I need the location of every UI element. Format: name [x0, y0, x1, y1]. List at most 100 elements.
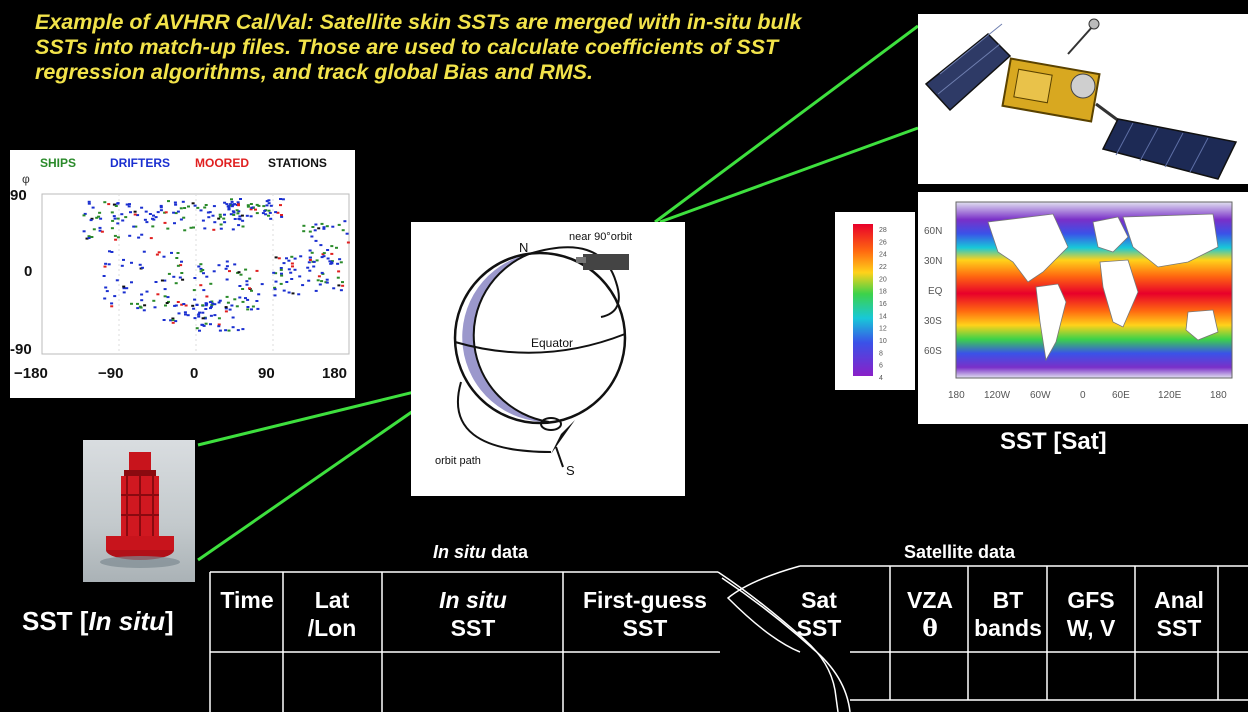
- observation-dot: [196, 206, 200, 209]
- observation-dot: [176, 210, 180, 213]
- observation-dot: [92, 228, 96, 231]
- observation-dot: [246, 205, 250, 208]
- observation-dot: [224, 329, 228, 332]
- observation-dot: [202, 272, 205, 275]
- observation-dot: [249, 208, 253, 211]
- legend-stations: STATIONS: [268, 156, 327, 170]
- observation-dot: [203, 206, 207, 209]
- observation-dot: [110, 302, 114, 305]
- observation-dot: [230, 198, 233, 201]
- observation-dot: [174, 320, 178, 323]
- observation-dot: [98, 211, 102, 214]
- observation-dot: [339, 261, 343, 264]
- observation-dot: [276, 211, 280, 214]
- observation-dot: [198, 329, 201, 332]
- observation-dot: [152, 218, 156, 221]
- observation-dot: [240, 214, 244, 217]
- observation-dot: [192, 307, 196, 310]
- colorbar-tick: 16: [879, 301, 887, 308]
- observation-dot: [174, 212, 178, 215]
- observation-dot: [224, 267, 228, 270]
- observation-dot: [199, 209, 203, 212]
- observation-dot: [127, 205, 131, 208]
- observation-dot: [337, 223, 341, 226]
- observation-dot: [133, 210, 137, 213]
- observation-dot: [217, 323, 221, 326]
- observation-dot: [182, 303, 186, 305]
- observation-dot: [193, 317, 197, 320]
- observation-dot: [179, 218, 183, 221]
- observation-dot: [301, 284, 305, 287]
- observation-dot: [267, 214, 270, 217]
- observation-dot: [228, 308, 232, 311]
- observation-dot: [152, 299, 156, 302]
- colorbar-tick: 22: [879, 264, 887, 271]
- observation-dot: [180, 303, 184, 306]
- observation-dot: [183, 229, 187, 232]
- observation-dot: [280, 274, 284, 277]
- observation-dot: [120, 213, 124, 216]
- colorbar-tick: 12: [879, 326, 887, 333]
- observation-dot: [297, 293, 301, 296]
- colorbar-tick: 18: [879, 289, 887, 296]
- observation-dot: [113, 217, 117, 220]
- observation-dot: [209, 323, 212, 326]
- observation-dot: [206, 211, 210, 214]
- observation-dot: [219, 227, 223, 230]
- observation-dot: [98, 229, 102, 232]
- observation-dot: [224, 307, 228, 310]
- observation-dot: [249, 203, 253, 205]
- observation-dot: [246, 308, 250, 311]
- observation-dot: [174, 282, 178, 285]
- observation-dot: [316, 279, 320, 282]
- observation-dot: [167, 200, 170, 203]
- observation-dot: [251, 305, 255, 308]
- observation-dot: [279, 204, 282, 207]
- observation-dot: [204, 204, 208, 206]
- observation-dot: [218, 215, 222, 218]
- observation-dot: [230, 200, 234, 203]
- observation-dot: [184, 313, 187, 316]
- observation-dot: [218, 329, 222, 332]
- observation-dot: [103, 297, 107, 300]
- observation-dot: [241, 288, 245, 290]
- observation-dot: [285, 257, 288, 260]
- observation-dot: [213, 303, 217, 306]
- observation-dot: [232, 213, 236, 216]
- observation-dot: [225, 278, 229, 281]
- observation-dot: [325, 281, 329, 284]
- observation-dot: [274, 256, 278, 259]
- observation-dot: [336, 276, 340, 279]
- observation-dot: [104, 262, 108, 265]
- observation-dot: [197, 313, 201, 316]
- observation-dot: [85, 237, 89, 240]
- observation-dot: [140, 293, 144, 296]
- observation-dot: [267, 209, 271, 212]
- observation-dot: [152, 214, 155, 217]
- observation-dot: [290, 255, 294, 258]
- observation-dot: [306, 266, 310, 269]
- observation-dot: [225, 295, 229, 298]
- observation-dot: [230, 304, 234, 307]
- observation-dot: [330, 262, 334, 265]
- observation-dot: [201, 304, 205, 307]
- observation-dot: [111, 219, 115, 222]
- observation-dot: [181, 278, 185, 281]
- observation-dot: [287, 268, 291, 271]
- observation-dot: [225, 265, 229, 268]
- observation-dot: [172, 211, 176, 214]
- observation-dot: [198, 311, 202, 314]
- observation-dot: [95, 216, 99, 219]
- observation-dot: [227, 329, 231, 332]
- observation-dot: [320, 280, 324, 283]
- observation-dot: [238, 285, 242, 287]
- observation-dot: [267, 202, 271, 205]
- observation-dot: [82, 214, 86, 217]
- observation-dot: [110, 251, 114, 253]
- buoy-illustration: [100, 452, 180, 568]
- lon-tick-60w: 60W: [1030, 390, 1051, 401]
- observation-dot: [217, 264, 221, 267]
- observation-dot: [337, 284, 341, 287]
